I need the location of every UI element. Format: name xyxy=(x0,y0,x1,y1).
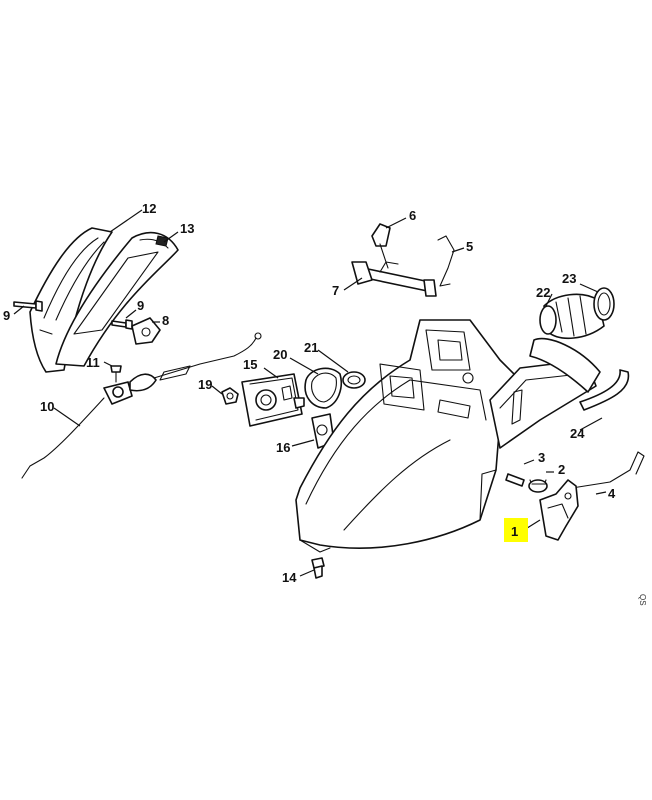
callout-11: 11 xyxy=(86,355,100,370)
part-8-clamp[interactable] xyxy=(131,317,161,345)
rear-handle-frame xyxy=(489,337,601,449)
callout-20: 20 xyxy=(273,347,287,362)
callout-4: 4 xyxy=(608,486,616,501)
part-11-screw[interactable] xyxy=(110,365,122,383)
part-1-throttle-trigger[interactable] xyxy=(539,479,579,541)
part-7-shaft[interactable] xyxy=(351,261,437,297)
part-5-rod[interactable] xyxy=(437,235,455,287)
callout-21: 21 xyxy=(304,340,318,355)
part-23-clamp-ring[interactable] xyxy=(593,287,615,321)
callout-1: 1 xyxy=(511,524,518,539)
highlight-box xyxy=(504,518,528,542)
part-20-gasket[interactable] xyxy=(304,367,342,409)
callout-12: 12 xyxy=(142,201,156,216)
part-9-bolt-left[interactable] xyxy=(13,300,43,312)
part-21-sleeve[interactable] xyxy=(342,371,366,389)
part-2-spring[interactable] xyxy=(528,479,548,493)
callout-6: 6 xyxy=(409,208,416,223)
part-4-rod[interactable] xyxy=(571,451,645,489)
part-24-bent-tube[interactable] xyxy=(579,369,630,411)
part-9-bolt-right[interactable] xyxy=(111,319,133,330)
callout-9-right: 9 xyxy=(137,298,144,313)
main-housing xyxy=(295,319,521,553)
callout-3: 3 xyxy=(538,450,545,465)
callout-24: 24 xyxy=(570,426,585,441)
part-3-pin[interactable] xyxy=(505,473,525,487)
drawing-code: QS xyxy=(638,594,647,606)
callout-14: 14 xyxy=(282,570,297,585)
part-6-lever[interactable] xyxy=(371,223,391,269)
part-22-intake-boot[interactable] xyxy=(539,293,605,340)
callout-22: 22 xyxy=(536,285,550,300)
callout-19: 19 xyxy=(198,377,212,392)
callout-16: 16 xyxy=(276,440,290,455)
callout-13: 13 xyxy=(180,221,194,236)
callout-7: 7 xyxy=(332,283,339,298)
callout-15: 15 xyxy=(243,357,257,372)
part-14-bolt[interactable] xyxy=(311,557,325,579)
callout-2: 2 xyxy=(558,462,565,477)
callout-8: 8 xyxy=(162,313,169,328)
part-12-handle-cover[interactable] xyxy=(29,227,113,373)
part-19-nut[interactable] xyxy=(221,387,239,405)
callout-10: 10 xyxy=(40,399,54,414)
callout-5: 5 xyxy=(466,239,473,254)
part-10-throttle-cable[interactable] xyxy=(21,332,262,479)
callout-9-left: 9 xyxy=(3,308,10,323)
leader-lines xyxy=(13,209,607,577)
part-15-carburetor[interactable] xyxy=(241,373,305,427)
callout-23: 23 xyxy=(562,271,576,286)
